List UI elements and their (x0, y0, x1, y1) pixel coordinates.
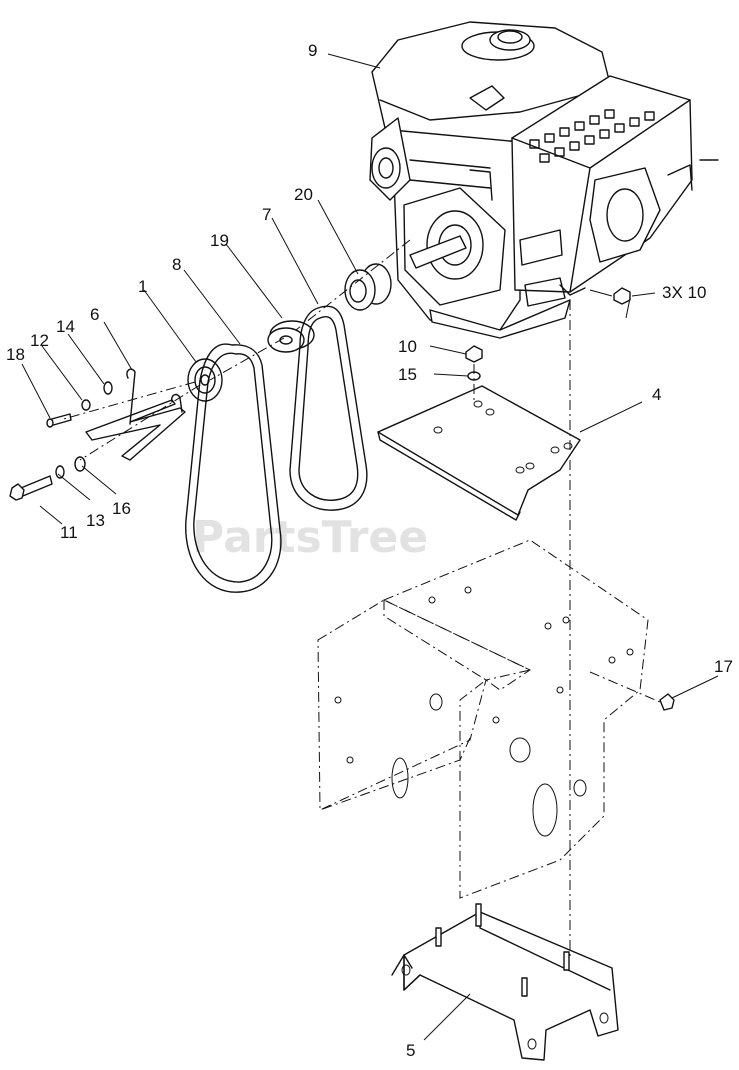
callout-11: 11 (60, 523, 78, 542)
callout-3x10: 3X 10 (662, 283, 706, 302)
callout-15: 15 (398, 365, 417, 384)
engine-plate-4 (377, 385, 581, 521)
engine-mount-nut (589, 287, 631, 319)
callout-5: 5 (406, 1041, 415, 1060)
hardware-upper (46, 381, 113, 428)
callout-10: 10 (398, 337, 417, 356)
callout-19: 19 (210, 231, 229, 250)
watermark: PartsTree (192, 512, 428, 563)
callout-6: 6 (90, 305, 99, 324)
belt-8 (185, 343, 282, 593)
callout-4: 4 (652, 385, 661, 404)
callout-9: 9 (308, 41, 317, 60)
alignment-lines (59, 239, 571, 960)
callout-14: 14 (56, 317, 75, 336)
frame-housing (317, 539, 649, 899)
callout-7: 7 (262, 205, 271, 224)
bolt-17 (589, 671, 675, 711)
leader-lines (21, 53, 719, 1041)
belt-7 (289, 305, 368, 511)
callout-labels: 9 20 7 19 8 1 6 14 12 18 3X 10 10 15 4 1… (6, 41, 733, 1060)
callout-17: 17 (714, 657, 733, 676)
engine (369, 21, 719, 339)
idler-pulley-1 (187, 358, 223, 402)
hardware-lower (9, 456, 86, 501)
callout-12: 12 (30, 331, 49, 350)
idler-bracket-6 (85, 368, 186, 461)
callout-20: 20 (294, 185, 313, 204)
nut-10-washer-15 (465, 345, 483, 381)
lower-bracket-5 (391, 903, 619, 1061)
callout-18: 18 (6, 345, 25, 364)
callout-8: 8 (172, 255, 181, 274)
callout-13: 13 (86, 511, 105, 530)
pulley-19 (267, 320, 315, 353)
callout-1: 1 (138, 277, 147, 296)
pulley-20 (344, 263, 392, 311)
callout-16: 16 (112, 499, 131, 518)
